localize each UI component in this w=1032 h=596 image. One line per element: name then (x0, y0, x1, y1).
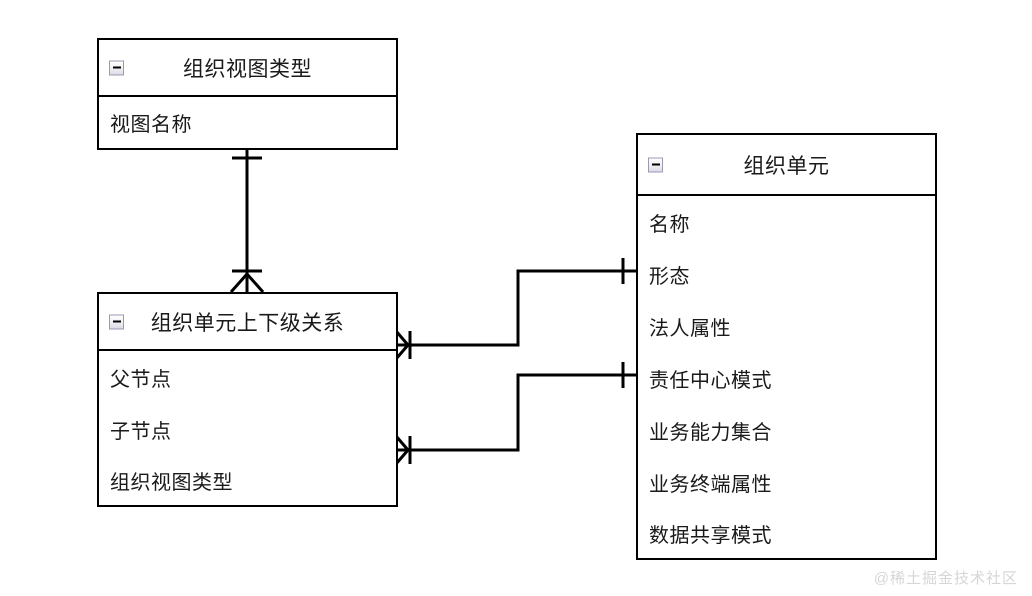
entity-header: 组织单元上下级关系 (99, 294, 396, 351)
entity-header: 组织单元 (638, 135, 935, 196)
entity-attribute-list: 视图名称 (99, 97, 396, 148)
attribute-row[interactable]: 名称 (649, 213, 690, 236)
entity-title: 组织单元 (743, 154, 830, 178)
entity-attribute-list: 名称 形态 法人属性 责任中心模式 业务能力集合 业务终端属性 数据共享模式 (638, 196, 935, 558)
collapse-minus-icon[interactable] (109, 314, 124, 329)
cardinality-many-crowfoot (394, 330, 412, 360)
connector-hierarchy-child-to-org-unit (394, 362, 636, 465)
attribute-row[interactable]: 数据共享模式 (649, 524, 772, 547)
attribute-row[interactable]: 视图名称 (110, 114, 192, 136)
cardinality-many-crowfoot (394, 435, 412, 465)
attribute-row[interactable]: 父节点 (110, 368, 172, 391)
collapse-minus-icon[interactable] (648, 157, 663, 172)
watermark-text: @稀土掘金技术社区 (873, 570, 1018, 587)
connector-hierarchy-parent-to-org-unit (394, 258, 636, 360)
attribute-row[interactable]: 形态 (649, 265, 690, 288)
attribute-row[interactable]: 法人属性 (649, 317, 731, 340)
entity-org-view-type[interactable]: 组织视图类型 视图名称 (97, 38, 398, 150)
connector-view-type-to-hierarchy (229, 150, 265, 293)
entity-org-unit-hierarchy[interactable]: 组织单元上下级关系 父节点 子节点 组织视图类型 (97, 292, 398, 507)
entity-attribute-list: 父节点 子节点 组织视图类型 (99, 351, 396, 505)
entity-title: 组织视图类型 (183, 57, 312, 81)
attribute-row[interactable]: 责任中心模式 (649, 369, 772, 392)
entity-org-unit[interactable]: 组织单元 名称 形态 法人属性 责任中心模式 业务能力集合 业务终端属性 数据共… (636, 133, 937, 560)
cardinality-many-crowfoot (229, 269, 265, 293)
attribute-row[interactable]: 组织视图类型 (110, 471, 233, 494)
entity-header: 组织视图类型 (99, 40, 396, 97)
collapse-minus-icon[interactable] (109, 60, 124, 75)
attribute-row[interactable]: 业务能力集合 (649, 421, 772, 444)
entity-title: 组织单元上下级关系 (150, 311, 345, 335)
attribute-row[interactable]: 子节点 (110, 420, 172, 443)
attribute-row[interactable]: 业务终端属性 (649, 473, 772, 496)
